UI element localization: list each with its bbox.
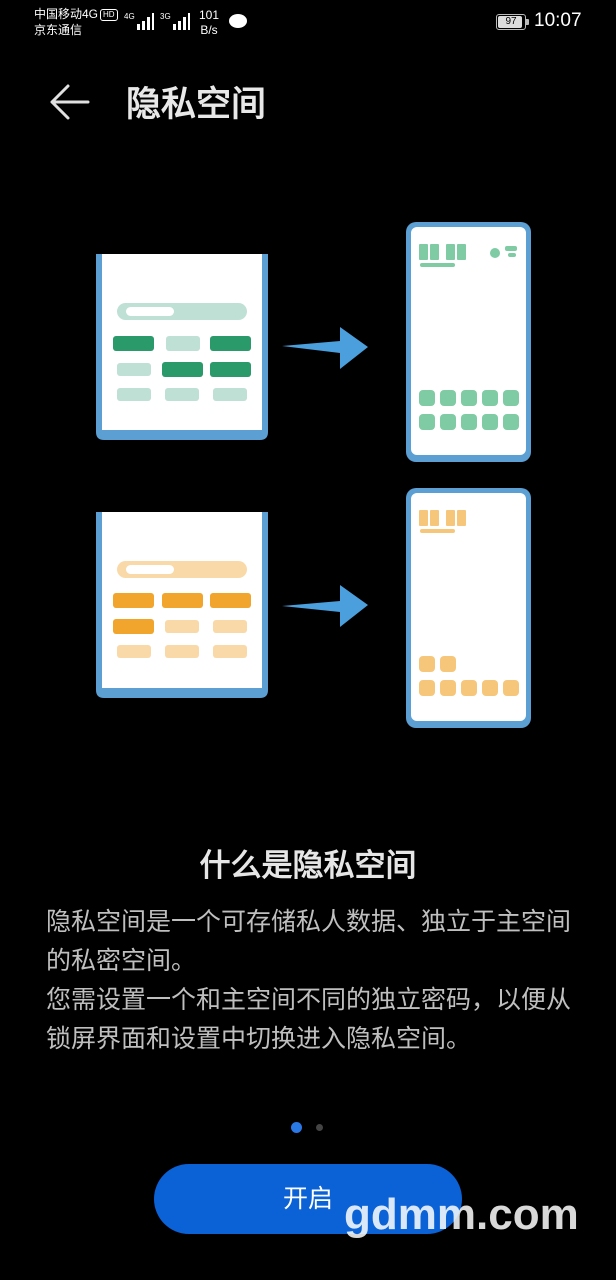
description-line-2: 您需设置一个和主空间不同的独立密码，以便从锁屏界面和设置中切换进入隐私空间。 xyxy=(46,985,572,1053)
net-speed-unit: B/s xyxy=(200,23,218,37)
net-speed-value: 101 xyxy=(199,8,220,22)
watermark: gdmm.com xyxy=(344,1190,579,1239)
carrier-2: 京东通信 xyxy=(34,23,83,37)
private-space-phone-illustration-2 xyxy=(406,488,531,728)
arrow-icon xyxy=(282,327,368,369)
page-title: 隐私空间 xyxy=(126,85,267,125)
main-space-phone-illustration-2 xyxy=(96,512,268,698)
back-arrow-icon[interactable] xyxy=(48,80,92,124)
net-4g-label: 4G xyxy=(124,12,135,21)
main-space-phone-illustration xyxy=(96,254,268,440)
arrow-icon-2 xyxy=(282,585,368,627)
carrier-1: 中国移动4G xyxy=(34,7,99,21)
enable-button[interactable]: 开启 xyxy=(154,1164,462,1234)
page-indicator-active xyxy=(291,1122,302,1133)
net-3g-label: 3G xyxy=(160,12,171,21)
private-space-illustration xyxy=(96,222,531,728)
net-speed: 101 B/s xyxy=(199,8,219,38)
battery-icon: 97 xyxy=(496,14,529,30)
message-icon xyxy=(229,14,247,28)
hd-badge: HD xyxy=(100,8,118,21)
battery-level: 97 xyxy=(505,16,517,27)
page-indicator-inactive xyxy=(316,1124,323,1131)
private-space-phone-illustration xyxy=(406,222,531,462)
section-heading: 什么是隐私空间 xyxy=(199,848,417,884)
description: 隐私空间是一个可存储私人数据、独立于主空间的私密空间。 您需设置一个和主空间不同… xyxy=(46,902,576,1058)
description-line-1: 隐私空间是一个可存储私人数据、独立于主空间的私密空间。 xyxy=(46,907,572,975)
signal-3g-icon: 3G xyxy=(160,12,190,30)
clock: 10:07 xyxy=(534,10,582,31)
signal-4g-icon: 4G xyxy=(124,12,154,30)
